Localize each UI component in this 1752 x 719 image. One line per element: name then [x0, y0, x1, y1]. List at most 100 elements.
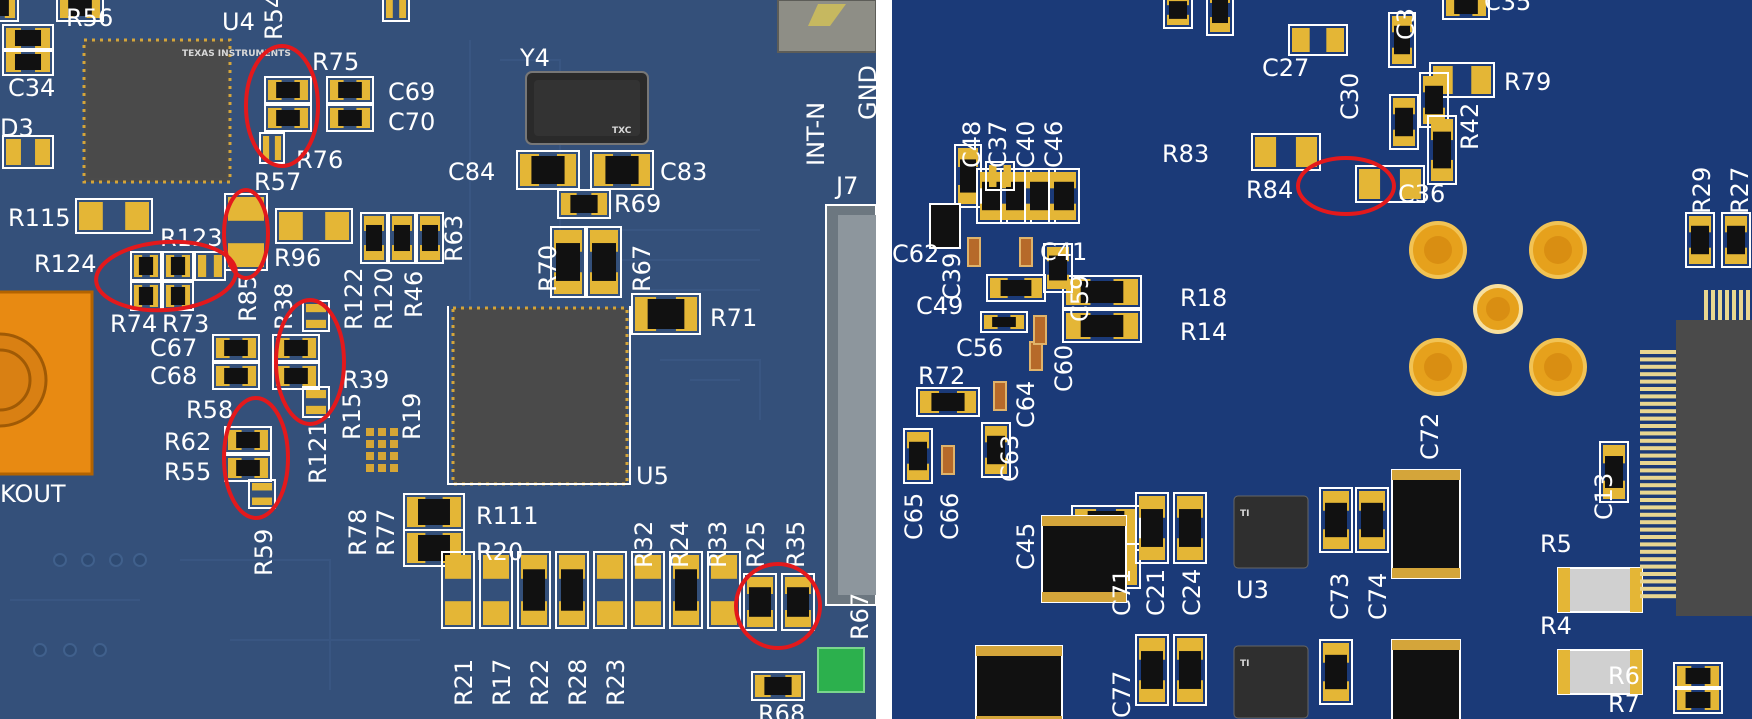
large-capacitor — [975, 645, 1063, 719]
silkscreen-label: R62 — [164, 428, 211, 456]
highlight-ring — [1296, 156, 1396, 216]
silkscreen-label: C56 — [956, 334, 1003, 362]
smd-passive — [980, 311, 1028, 333]
silkscreen-label: R54 — [260, 0, 288, 40]
smd-passive — [326, 76, 374, 104]
silkscreen-label: R120 — [370, 268, 398, 330]
silkscreen-label: C3 — [1392, 8, 1420, 40]
silkscreen-label: C48 — [958, 121, 986, 168]
smd-passive — [224, 454, 272, 482]
smd-passive — [1319, 487, 1353, 553]
silkscreen-label: R111 — [476, 502, 538, 530]
smd-passive — [1173, 634, 1207, 706]
large-capacitor — [1391, 469, 1461, 579]
silkscreen-label: C70 — [388, 108, 435, 136]
silkscreen-label: R84 — [1246, 176, 1293, 204]
silkscreen-label: R25 — [742, 521, 770, 568]
silkscreen-label: C83 — [660, 158, 707, 186]
silkscreen-label: R46 — [400, 271, 428, 318]
ti-logo-icon: TI — [1240, 509, 1250, 519]
silkscreen-label: R7 — [1608, 690, 1640, 718]
smd-passive — [1388, 12, 1416, 68]
right-components — [903, 0, 1751, 719]
silkscreen-label: R73 — [162, 310, 209, 338]
smd-passive — [1673, 686, 1723, 714]
highlight-ring — [244, 44, 320, 168]
smd-passive — [275, 208, 353, 244]
ceramic-capacitor — [1019, 237, 1033, 267]
silkscreen-label: R78 — [344, 509, 372, 556]
left-chip-u5 — [447, 306, 631, 486]
smd-passive — [1319, 639, 1353, 705]
large-capacitor — [1041, 515, 1127, 603]
smd-passive — [224, 426, 272, 454]
silkscreen-label: C13 — [1590, 473, 1618, 520]
smd-passive — [743, 573, 777, 631]
smd-passive — [1062, 275, 1142, 309]
silkscreen-label: C66 — [936, 493, 964, 540]
silkscreen-label: U3 — [1236, 576, 1269, 604]
smd-passive — [2, 48, 54, 76]
left-green-led — [817, 647, 865, 693]
smd-passive — [1673, 662, 1723, 690]
silkscreen-label: R122 — [340, 268, 368, 330]
smd-passive — [555, 551, 589, 629]
silkscreen-label: C73 — [1326, 573, 1354, 620]
smd-passive — [916, 387, 980, 417]
highlight-ring — [222, 396, 290, 520]
silkscreen-label: R24 — [666, 521, 694, 568]
right-testpoints — [1409, 221, 1587, 396]
silkscreen-label: C49 — [916, 292, 963, 320]
smd-passive — [1427, 115, 1457, 185]
smd-passive — [416, 212, 444, 264]
silkscreen-label: R22 — [526, 659, 554, 706]
smd-passive — [781, 573, 815, 631]
silkscreen-label: R29 — [1688, 167, 1716, 214]
silkscreen-label: C67 — [150, 334, 197, 362]
left-highlight-markers — [94, 44, 822, 650]
smd-passive — [75, 198, 153, 234]
silkscreen-label: R85 — [234, 275, 262, 322]
ti-logo-icon: TEXAS INSTRUMENTS — [182, 49, 291, 59]
smd-passive — [360, 212, 388, 264]
smd-passive — [557, 189, 611, 219]
smd-passive — [272, 362, 320, 390]
silkscreen-label: R67 — [846, 593, 874, 640]
silkscreen-label: R5 — [1540, 530, 1572, 558]
smd-passive — [2, 24, 54, 52]
right-highlight-markers — [1296, 156, 1396, 216]
silkscreen-label: R68 — [758, 700, 805, 719]
silkscreen-label: C37 — [984, 121, 1012, 168]
smd-passive — [162, 251, 194, 281]
left-inner-traces — [10, 40, 761, 690]
silkscreen-label: C34 — [8, 74, 55, 102]
silkscreen-label: Y4 — [519, 44, 550, 72]
smd-passive — [586, 226, 622, 298]
smd-passive — [248, 479, 276, 509]
silkscreen-label: C64 — [1012, 381, 1040, 428]
silkscreen-label: R56 — [66, 4, 113, 32]
silkscreen-label: R69 — [614, 190, 661, 218]
smd-passive — [272, 334, 320, 362]
silkscreen-label: R55 — [164, 458, 211, 486]
silkscreen-label: R74 — [110, 310, 157, 338]
ceramic-capacitor — [967, 237, 981, 267]
large-capacitor — [1391, 639, 1461, 719]
smd-passive — [264, 76, 312, 104]
silkscreen-label: R19 — [398, 393, 426, 440]
smd-passive — [1062, 309, 1142, 343]
silkscreen-label: R20 — [476, 538, 523, 566]
panel-divider — [876, 0, 892, 719]
highlight-ring — [222, 188, 270, 280]
left-header-int-gnd — [777, 0, 876, 53]
smd-passive — [212, 362, 260, 390]
silkscreen-label: R121 — [304, 422, 332, 484]
smd-passive — [0, 0, 19, 22]
smd-passive — [2, 135, 54, 169]
smd-passive — [403, 493, 465, 531]
silkscreen-label: C77 — [1108, 671, 1136, 718]
smd-passive — [550, 226, 586, 298]
silkscreen-label: C27 — [1262, 54, 1309, 82]
silkscreen-label: C21 — [1142, 569, 1170, 616]
